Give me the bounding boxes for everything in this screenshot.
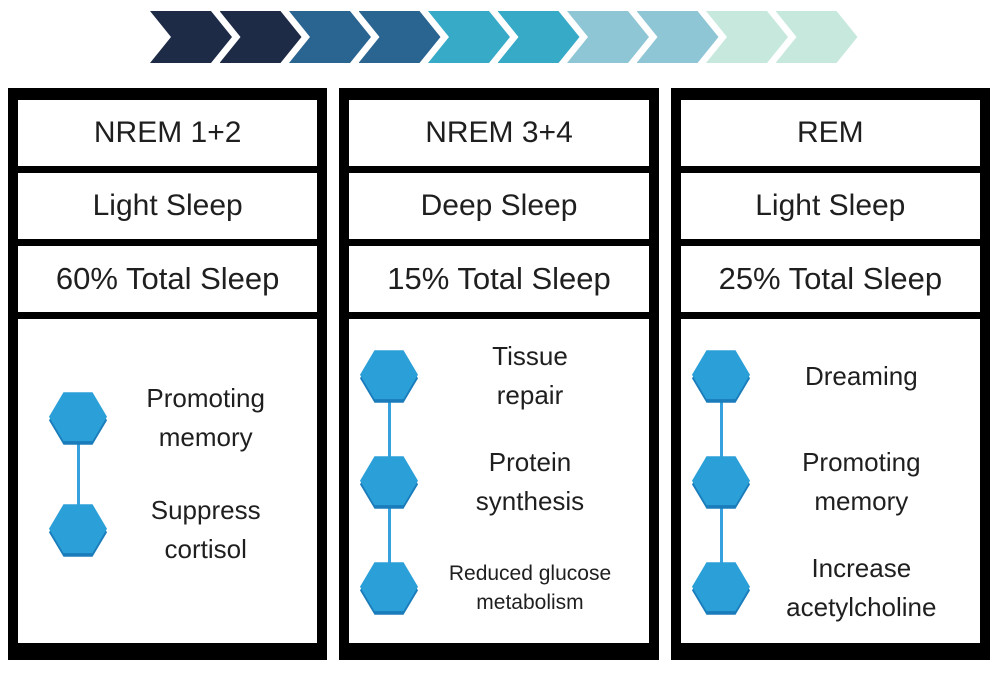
hexagon-icon	[691, 455, 751, 509]
sleep-stage-cards: NREM 1+2 Light Sleep 60% Total Sleep Pro…	[8, 88, 990, 660]
sleep-percent: 25% Total Sleep	[680, 246, 980, 312]
sleep-depth: Light Sleep	[680, 173, 980, 239]
stage-name: NREM 1+2	[18, 100, 318, 166]
feature-label: Tissue repair	[492, 341, 568, 410]
hexagon-icon	[691, 349, 751, 403]
hexagon-icon	[359, 455, 419, 509]
feature-item: Dreaming	[691, 325, 972, 427]
feature-item: Promoting memory	[691, 431, 972, 533]
hexagon-icon	[48, 503, 108, 557]
sleep-stage-card-nrem34: NREM 3+4 Deep Sleep 15% Total Sleep Tiss…	[339, 88, 659, 660]
features-panel: Tissue repair Protein synthesis	[349, 319, 649, 643]
feature-label: Suppress cortisol	[150, 495, 261, 564]
sleep-stage-card-nrem12: NREM 1+2 Light Sleep 60% Total Sleep Pro…	[8, 88, 328, 660]
stage-name: REM	[680, 100, 980, 166]
hexagon-icon	[359, 561, 419, 615]
feature-label: Protein synthesis	[475, 447, 585, 516]
features-panel: Dreaming Promoting memory	[680, 319, 980, 643]
sleep-depth: Deep Sleep	[349, 173, 649, 239]
feature-item: Suppress cortisol	[48, 481, 303, 579]
sleep-depth: Light Sleep	[18, 173, 318, 239]
sleep-percent: 60% Total Sleep	[18, 246, 318, 312]
features-panel: Promoting memory Suppress cortisol	[18, 319, 318, 643]
sleep-percent: 15% Total Sleep	[349, 246, 649, 312]
chevron-icon	[150, 11, 232, 63]
feature-label: Dreaming	[804, 360, 918, 391]
feature-label: Promoting memory	[802, 447, 921, 516]
feature-item: Increase acetylcholine	[691, 537, 972, 639]
feature-label: Promoting memory	[146, 383, 265, 452]
feature-item: Tissue repair	[359, 325, 640, 427]
hexagon-icon	[359, 349, 419, 403]
timeline-connector	[77, 418, 80, 530]
feature-item: Promoting memory	[48, 369, 303, 467]
stage-name: NREM 3+4	[349, 100, 649, 166]
cycle-chevron-band	[150, 11, 858, 63]
hexagon-icon	[48, 391, 108, 445]
feature-item: Reduced glucose metabolism	[359, 537, 640, 639]
feature-label: Increase acetylcholine	[786, 553, 937, 622]
feature-item: Protein synthesis	[359, 431, 640, 533]
hexagon-icon	[691, 561, 751, 615]
feature-label: Reduced glucose metabolism	[448, 561, 612, 614]
sleep-stage-card-rem: REM Light Sleep 25% Total Sleep Dreaming	[670, 88, 990, 660]
